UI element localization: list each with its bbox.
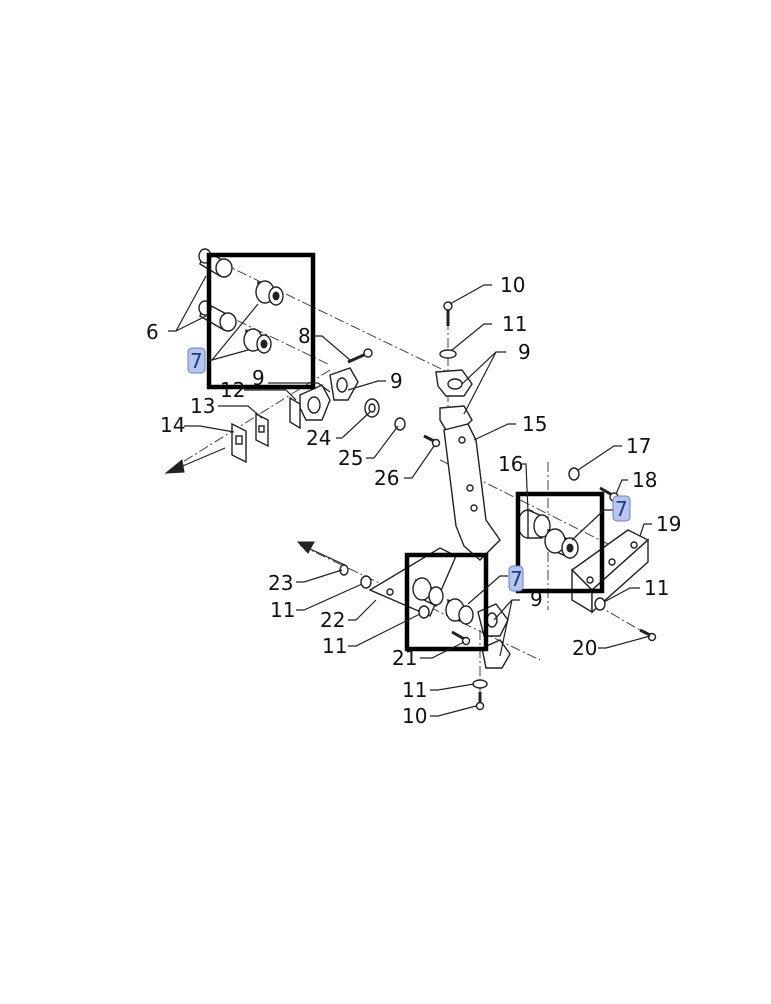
callout-9-c: 9	[518, 340, 531, 364]
callout-19: 19	[656, 512, 681, 536]
callout-22: 22	[320, 608, 345, 632]
bushing-part-7-b	[243, 328, 272, 354]
callout-24: 24	[306, 426, 331, 450]
washer-part-11-left	[360, 575, 372, 589]
highlight-box-bushings-lower	[404, 552, 489, 652]
callout-8: 8	[298, 324, 311, 348]
callout-6: 6	[146, 320, 159, 344]
callout-9-d: 9	[530, 587, 543, 611]
direction-arrow-left	[164, 447, 226, 474]
washer-part-17	[568, 467, 580, 481]
callout-11-right: 11	[644, 576, 669, 600]
clamp-part-9-lower	[477, 603, 511, 669]
clamp-part-9-right	[329, 367, 359, 401]
pin-part-6-lower	[198, 300, 237, 332]
bushing-part-7-c	[544, 528, 579, 560]
callout-9-b: 9	[390, 369, 403, 393]
callout-7-highlight-a	[187, 347, 206, 374]
callout-25: 25	[338, 446, 363, 470]
callout-11-top: 11	[502, 312, 527, 336]
highlight-box-bushings-upper	[206, 252, 316, 390]
callout-7-highlight-c	[508, 565, 524, 592]
washer-part-11-top	[439, 349, 457, 359]
highlight-box-bushings-right	[515, 491, 605, 594]
callout-11-lower: 11	[322, 634, 347, 658]
callout-20: 20	[572, 636, 597, 660]
bushing-part-7-e	[445, 598, 474, 626]
callout-21: 21	[392, 646, 417, 670]
callout-17: 17	[626, 434, 651, 458]
bolt-part-10-bottom	[475, 692, 485, 711]
plate-part-12	[289, 396, 301, 430]
bolt-part-10-top	[443, 301, 453, 326]
bolt-part-20	[639, 628, 657, 642]
leader-lines	[168, 275, 652, 717]
washer-part-24	[364, 398, 380, 418]
plate-part-22	[368, 547, 457, 617]
screw-part-26	[423, 434, 441, 448]
clamp-part-9-left	[299, 384, 331, 421]
bushing-part-7-a	[255, 280, 284, 306]
callout-26: 26	[374, 466, 399, 490]
washer-part-11-bottom	[472, 679, 488, 689]
callout-7-a: 7	[190, 349, 203, 373]
callout-23: 23	[268, 571, 293, 595]
washer-part-11-right	[594, 597, 606, 611]
direction-arrow-upleft	[296, 541, 346, 566]
callout-12: 12	[220, 378, 245, 402]
plate-part-14	[231, 422, 247, 464]
callout-15: 15	[522, 412, 547, 436]
callout-11-left: 11	[270, 598, 295, 622]
bolt-part-8	[347, 348, 373, 364]
callout-7-b: 7	[615, 497, 628, 521]
clamp-part-9-top	[435, 369, 473, 431]
callout-14: 14	[160, 413, 185, 437]
callout-9-a: 9	[252, 366, 265, 390]
screw-part-21	[451, 630, 471, 646]
callout-7-c: 7	[510, 567, 523, 591]
callout-10-top: 10	[500, 273, 525, 297]
flange-part-16	[517, 508, 551, 539]
plate-part-19	[570, 529, 650, 614]
callout-10-bottom: 10	[402, 704, 427, 728]
callout-18: 18	[632, 468, 657, 492]
bushing-part-7-d	[412, 577, 444, 608]
callout-13: 13	[190, 394, 215, 418]
washer-part-11-lower	[418, 605, 430, 619]
callout-7-highlight-b	[612, 495, 631, 522]
callout-16: 16	[498, 452, 523, 476]
bracket-part-15	[443, 423, 501, 561]
callout-11-bottom: 11	[402, 678, 427, 702]
nut-part-23	[339, 564, 349, 576]
plate-part-13	[255, 412, 269, 448]
